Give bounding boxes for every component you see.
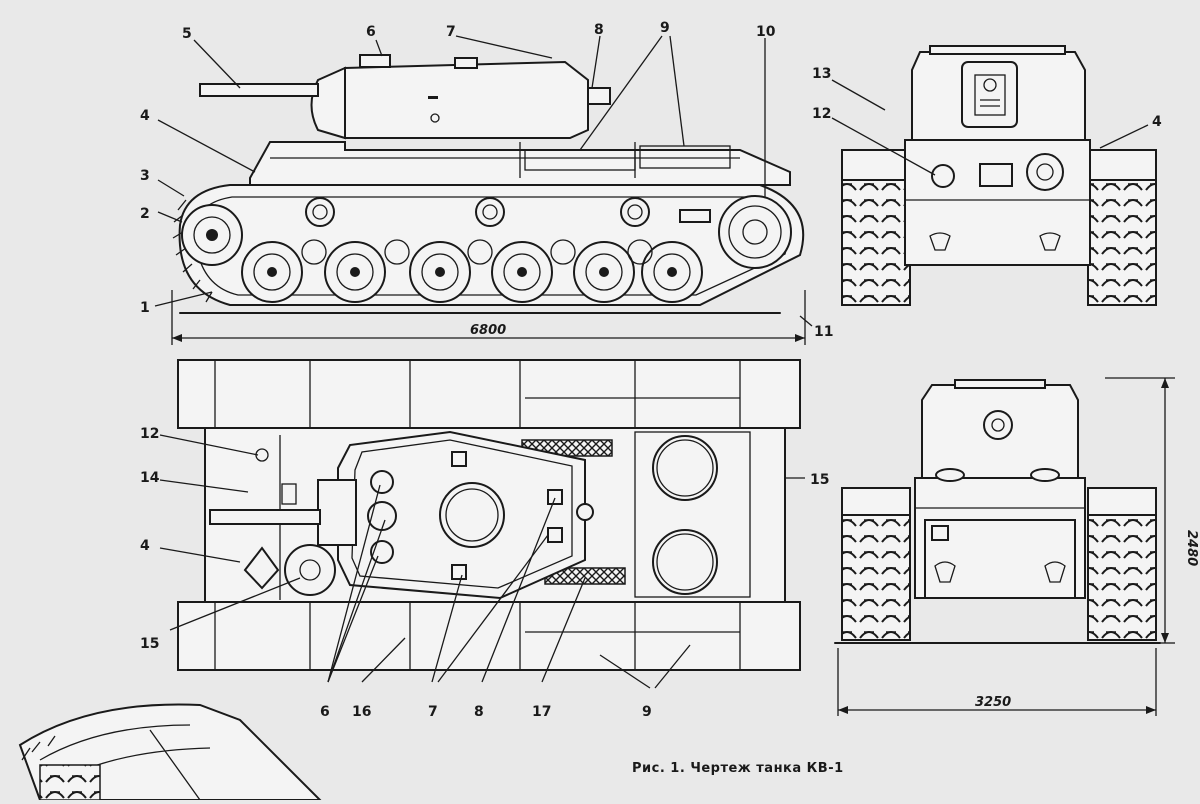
perspective-sketch bbox=[18, 703, 323, 801]
label-6-top: 6 bbox=[320, 704, 330, 720]
dim-length-value: 6800 bbox=[470, 323, 506, 338]
label-15-left: 15 bbox=[140, 636, 159, 652]
label-1: 1 bbox=[140, 300, 150, 316]
figure-caption: Рис. 1. Чертеж танка КВ-1 bbox=[632, 761, 844, 776]
label-17: 17 bbox=[532, 704, 551, 720]
label-8: 8 bbox=[594, 22, 604, 38]
label-4-top: 4 bbox=[140, 538, 150, 554]
label-4: 4 bbox=[140, 108, 150, 124]
label-3: 3 bbox=[140, 168, 150, 184]
dim-height: 2480 bbox=[1105, 377, 1199, 644]
label-9-top: 9 bbox=[642, 704, 652, 720]
label-12: 12 bbox=[812, 106, 831, 122]
side-view bbox=[172, 54, 805, 314]
label-10: 10 bbox=[756, 24, 776, 40]
label-7: 7 bbox=[446, 24, 456, 40]
label-9: 9 bbox=[660, 20, 670, 36]
rear-view bbox=[834, 379, 1161, 644]
label-13: 13 bbox=[812, 66, 831, 82]
side-view-labels: 1 2 3 4 5 6 7 8 9 10 11 bbox=[140, 20, 833, 340]
label-2: 2 bbox=[140, 206, 150, 222]
label-6: 6 bbox=[366, 24, 376, 40]
front-view-labels: 13 12 4 bbox=[812, 66, 1162, 176]
dim-width-value: 3250 bbox=[975, 695, 1011, 710]
label-14: 14 bbox=[140, 470, 160, 486]
dim-width: 3250 bbox=[837, 648, 1157, 716]
road-wheels bbox=[241, 239, 703, 303]
top-view-labels: 12 14 4 15 15 6 16 7 8 17 9 bbox=[140, 426, 829, 720]
label-5: 5 bbox=[182, 26, 192, 42]
label-7-top: 7 bbox=[428, 704, 438, 720]
dim-height-value: 2480 bbox=[1184, 530, 1199, 566]
label-4-front: 4 bbox=[1152, 114, 1162, 130]
label-15-right: 15 bbox=[810, 472, 829, 488]
dim-length: 6800 bbox=[171, 290, 806, 345]
label-8-top: 8 bbox=[474, 704, 484, 720]
label-11: 11 bbox=[814, 324, 833, 340]
label-12-top: 12 bbox=[140, 426, 159, 442]
front-view bbox=[841, 45, 1157, 306]
label-16: 16 bbox=[352, 704, 371, 720]
top-view bbox=[177, 359, 801, 671]
